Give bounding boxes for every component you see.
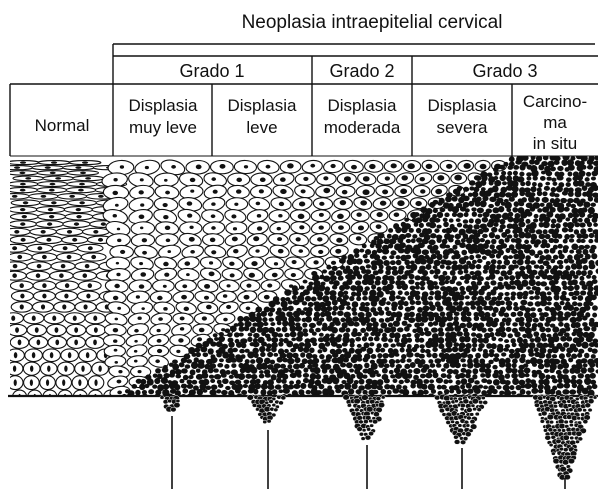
column-label-muy-leve-line2: muy leve xyxy=(129,118,197,137)
column-label-in-situ-line3: in situ xyxy=(533,134,577,153)
column-label-moderada-line1: Displasia xyxy=(328,96,398,115)
column-label-leve-line2: leve xyxy=(246,118,277,137)
column-label-muy-leve-line1: Displasia xyxy=(129,96,199,115)
column-label-severa-line2: severa xyxy=(436,118,488,137)
column-label-leve-line1: Displasia xyxy=(228,96,298,115)
invasion-clusters xyxy=(160,394,597,480)
diagram-title: Neoplasia intraepitelial cervical xyxy=(242,12,503,33)
epithelium-illustration xyxy=(0,153,598,404)
column-label-normal: Normal xyxy=(35,116,90,135)
grade-label-1: Grado 1 xyxy=(179,61,244,81)
grade-label-2: Grado 2 xyxy=(329,61,394,81)
grade-label-3: Grado 3 xyxy=(472,61,537,81)
title-bracket xyxy=(113,44,595,56)
column-label-moderada-line2: moderada xyxy=(324,118,401,137)
column-label-in-situ-line2: ma xyxy=(543,113,567,132)
column-label-severa-line1: Displasia xyxy=(428,96,498,115)
column-label-in-situ-line1: Carcino- xyxy=(523,92,587,111)
